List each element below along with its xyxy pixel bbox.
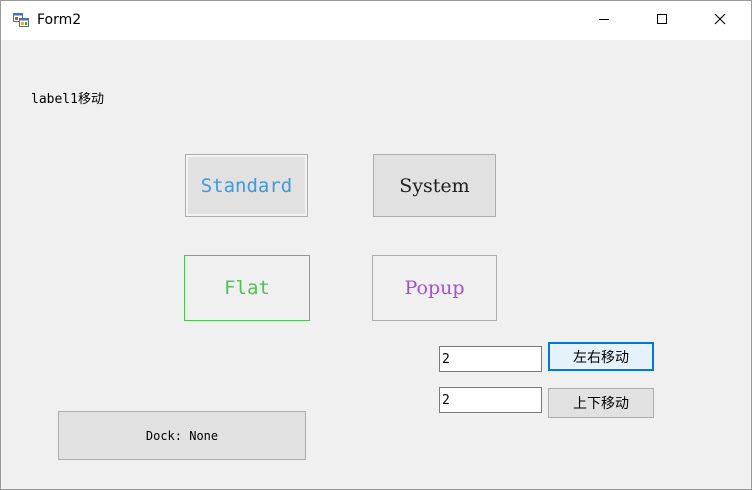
move-up-down-button[interactable]: 上下移动 bbox=[548, 388, 654, 418]
flat-button[interactable]: Flat bbox=[184, 255, 310, 321]
move-left-right-button[interactable]: 左右移动 bbox=[548, 342, 654, 371]
maximize-button[interactable] bbox=[633, 1, 691, 40]
winforms-app-icon bbox=[13, 12, 29, 28]
vertical-move-input[interactable] bbox=[439, 387, 542, 413]
minimize-icon bbox=[598, 12, 610, 30]
popup-button[interactable]: Popup bbox=[372, 255, 497, 321]
standard-button[interactable]: Standard bbox=[185, 154, 308, 217]
label1: label1移动 bbox=[31, 92, 104, 107]
window-title: Form2 bbox=[37, 12, 82, 28]
minimize-button[interactable] bbox=[575, 1, 633, 40]
dock-button[interactable]: Dock: None bbox=[58, 411, 306, 460]
form-client-area: label1移动 Standard System Flat Popup 左右移动… bbox=[1, 40, 751, 489]
close-icon bbox=[714, 12, 726, 30]
horizontal-move-input[interactable] bbox=[439, 346, 542, 372]
maximize-icon bbox=[656, 12, 668, 30]
title-bar[interactable]: Form2 bbox=[1, 1, 751, 40]
system-button[interactable]: System bbox=[373, 154, 496, 217]
close-button[interactable] bbox=[691, 1, 749, 40]
